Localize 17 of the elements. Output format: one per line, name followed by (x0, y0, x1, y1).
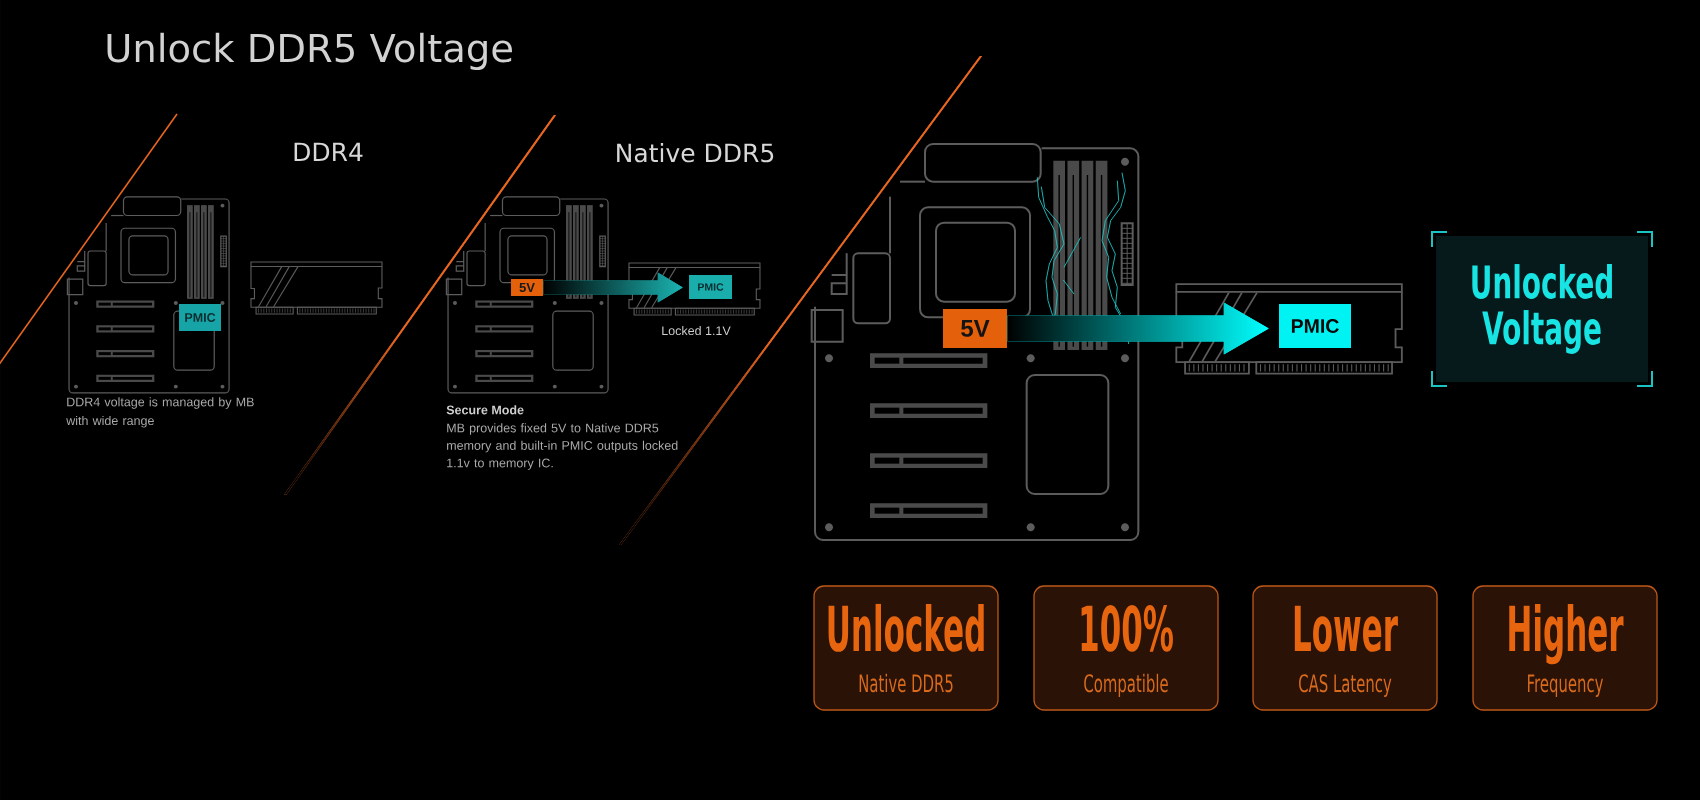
feature-badge: 100% Compatible (1033, 585, 1219, 711)
panel-heading: Native DDR5 (617, 143, 774, 163)
chip-box: PMIC (689, 275, 732, 299)
chip-box: PMIC (1279, 304, 1351, 348)
caption-text: DDR4 voltage is managed by MB with wide range (66, 397, 254, 428)
feature-badge: Lower CAS Latency (1252, 585, 1438, 711)
caption-text: Locked 1.1V (662, 325, 731, 336)
caption-text: MB provides fixed 5V to Native DDR5 memory and built-in PMIC outputs locked 1.1v to memory IC. (447, 423, 678, 470)
highlight-box: Unlocked Voltage (1436, 236, 1648, 382)
feature-badge: Unlocked Native DDR5 (813, 585, 999, 711)
feature-badge: Higher Frequency (1472, 585, 1658, 711)
voltage-tag: 5V (943, 309, 1007, 348)
caption-heading: Secure Mode (446, 405, 524, 415)
title: Unlock DDR5 Voltage (107, 32, 512, 70)
chip-box: PMIC (179, 304, 221, 331)
panel-heading: DDR4 (294, 142, 363, 161)
voltage-tag: 5V (511, 279, 543, 296)
